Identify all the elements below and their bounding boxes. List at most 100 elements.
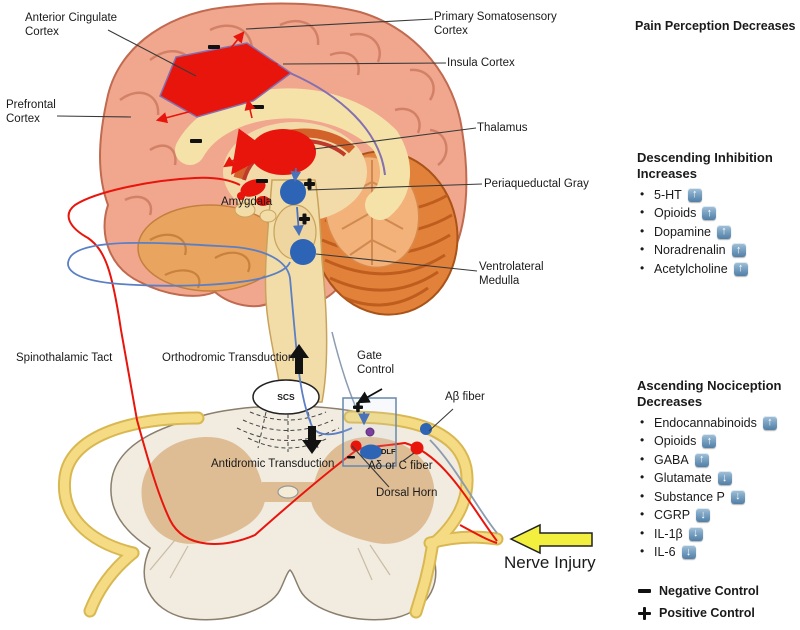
descending-blue-pathway bbox=[67, 241, 353, 436]
item-label: GABA bbox=[654, 452, 689, 467]
item-label: Glutamate bbox=[654, 471, 712, 486]
label-spinothalamic-tract: Spinothalamic Tact bbox=[16, 352, 113, 364]
temporal-gyri bbox=[149, 233, 251, 289]
decrease-arrow-icon: ↓ bbox=[688, 526, 703, 541]
increase-arrow-icon: ↑ bbox=[702, 206, 717, 221]
ascending-nociception-heading: Ascending Nociception Decreases bbox=[637, 378, 782, 410]
pain-perception-title: Pain Perception Decreases bbox=[635, 19, 796, 33]
amygdala-highlight bbox=[237, 179, 270, 206]
item-label: Substance P bbox=[654, 489, 725, 504]
ab-fiber-dot bbox=[420, 423, 432, 435]
increase-arrow-icon: ↑ bbox=[687, 187, 702, 202]
positive-control-marks bbox=[299, 178, 315, 225]
corpus-callosum bbox=[175, 88, 410, 220]
label-insula-cortex: Insula Cortex bbox=[447, 57, 515, 69]
item-label: Endocannabinoids bbox=[654, 415, 757, 430]
injured-nerve-red-line bbox=[459, 524, 498, 544]
label-prefrontal-cortex: Prefrontal Cortex bbox=[6, 99, 56, 125]
item-label: Dopamine bbox=[654, 224, 711, 239]
leader-lines bbox=[56, 18, 483, 488]
item-label: IL-6 bbox=[654, 545, 676, 560]
minus-icon bbox=[638, 589, 651, 593]
list-item: Endocannabinoids ↑ bbox=[637, 414, 799, 433]
label-dorsal-horn: Dorsal Horn bbox=[376, 487, 438, 499]
list-item: Noradrenalin ↑ bbox=[637, 241, 799, 260]
list-item: Substance P ↓ bbox=[637, 488, 799, 507]
list-item: Dopamine ↑ bbox=[637, 223, 799, 242]
descending-inhibition-block: Descending Inhibition Increases 5-HT ↑ Op… bbox=[637, 150, 799, 278]
gate-interneuron-purple bbox=[365, 427, 375, 437]
dlf-nucleus bbox=[360, 444, 382, 460]
list-item: Opioids ↑ bbox=[637, 204, 799, 223]
label-gate-control: Gate Control bbox=[357, 350, 395, 376]
central-canal bbox=[277, 485, 299, 499]
scs-electrode bbox=[252, 379, 320, 415]
increase-arrow-icon: ↑ bbox=[733, 261, 748, 276]
gate-projection-red bbox=[350, 440, 362, 452]
decrease-arrow-icon: ↓ bbox=[681, 545, 696, 560]
fornix-outline bbox=[289, 72, 386, 176]
increase-arrow-icon: ↑ bbox=[731, 243, 746, 258]
label-periaqueductal-gray: Periaqueductal Gray bbox=[484, 178, 589, 190]
control-legend: Negative Control Positive Control bbox=[638, 580, 798, 624]
label-adc-fiber: Aδ or C fiber bbox=[368, 460, 433, 472]
item-label: Noradrenalin bbox=[654, 243, 726, 258]
list-item: 5-HT ↑ bbox=[637, 186, 799, 205]
negative-control-legend: Negative Control bbox=[638, 580, 798, 602]
increase-arrow-icon: ↑ bbox=[694, 452, 709, 467]
nerve-roots bbox=[57, 410, 504, 619]
spinal-cord-section bbox=[57, 379, 504, 621]
negative-control-label: Negative Control bbox=[659, 584, 760, 598]
label-ab-fiber: Aβ fiber bbox=[445, 391, 485, 403]
list-item: IL-1β↓ bbox=[637, 525, 799, 544]
item-label: 5-HT bbox=[654, 187, 682, 202]
item-label: Opioids bbox=[654, 434, 697, 449]
gate-control-pointer-arrow bbox=[356, 388, 383, 404]
ventral-rootlets bbox=[149, 539, 391, 581]
list-item: Glutamate↓ bbox=[637, 469, 799, 488]
label-thalamus: Thalamus bbox=[477, 122, 528, 134]
label-scs: SCS bbox=[277, 392, 295, 402]
hypothalamus-blob bbox=[259, 209, 277, 223]
list-item: Acetylcholine ↑ bbox=[637, 260, 799, 279]
plus-icon bbox=[638, 606, 651, 620]
nociceptive-red-pathway bbox=[67, 176, 498, 545]
descending-inhibition-heading: Descending Inhibition Increases bbox=[637, 150, 773, 182]
item-label: Opioids bbox=[654, 206, 697, 221]
peripheral-gray-fiber bbox=[429, 439, 498, 534]
label-ventrolateral-medulla: Ventrolateral Medulla bbox=[479, 261, 544, 287]
increase-arrow-icon: ↑ bbox=[702, 434, 717, 449]
label-orthodromic-transduction: Orthodromic Transduction bbox=[162, 352, 295, 364]
label-anterior-cingulate-cortex: Anterior Cingulate Cortex bbox=[25, 12, 118, 38]
decrease-arrow-icon: ↓ bbox=[696, 508, 711, 523]
positive-control-label: Positive Control bbox=[659, 606, 755, 620]
orthodromic-up-arrow bbox=[289, 344, 309, 374]
acc-highlight bbox=[159, 42, 293, 118]
item-label: Acetylcholine bbox=[654, 261, 728, 276]
descending-inhibition-list: 5-HT ↑ Opioids ↑ Dopamine ↑ Noradrenalin ↑ A… bbox=[637, 186, 799, 279]
ascending-nociception-list: Endocannabinoids ↑ Opioids ↑ GABA ↑ Glutama… bbox=[637, 414, 799, 562]
list-item: GABA ↑ bbox=[637, 451, 799, 470]
label-amygdala: Amygdala bbox=[221, 196, 273, 208]
nerve-injury-arrow bbox=[509, 523, 593, 555]
positive-control-legend: Positive Control bbox=[638, 602, 798, 624]
label-nerve-injury: Nerve Injury bbox=[504, 553, 596, 572]
item-label: CGRP bbox=[654, 508, 691, 523]
ascending-nociception-block: Ascending Nociception Decreases Endocann… bbox=[637, 378, 799, 562]
gate-minus-mark bbox=[347, 456, 355, 459]
list-item: Opioids ↑ bbox=[637, 432, 799, 451]
pag-nucleus bbox=[280, 179, 306, 205]
increase-arrow-icon: ↑ bbox=[762, 415, 777, 430]
label-antidromic-transduction: Antidromic Transduction bbox=[211, 458, 335, 470]
antidromic-down-arrow bbox=[302, 426, 322, 454]
increase-arrow-icon: ↑ bbox=[716, 224, 731, 239]
gate-plus-mark bbox=[353, 402, 363, 413]
vlm-nucleus bbox=[290, 239, 316, 265]
decrease-arrow-icon: ↓ bbox=[730, 489, 745, 504]
mammillary-body bbox=[234, 202, 256, 218]
label-primary-somatosensory-cortex: Primary Somatosensory Cortex bbox=[434, 11, 557, 37]
thalamus-highlight bbox=[250, 129, 316, 175]
list-item: CGRP ↓ bbox=[637, 506, 799, 525]
